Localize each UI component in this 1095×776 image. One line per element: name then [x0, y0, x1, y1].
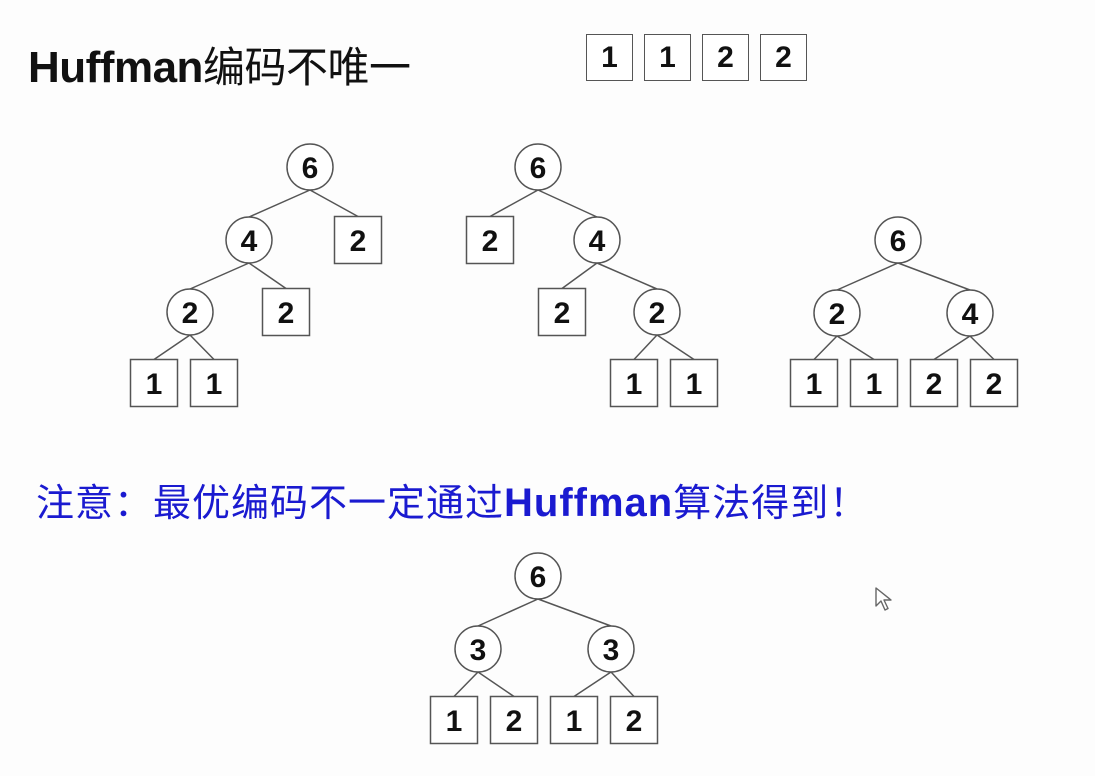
node-label: 2 — [926, 368, 943, 401]
node-label: 1 — [626, 368, 643, 401]
mouse-pointer-icon — [874, 586, 894, 619]
tree-edge — [596, 262, 658, 290]
node-label: 1 — [806, 368, 823, 401]
node-label: 6 — [302, 152, 319, 185]
note-prefix: 注意：最优编码不一定通过 — [36, 481, 505, 525]
node-label: 2 — [350, 225, 367, 258]
internal-node: 4 — [946, 289, 994, 337]
internal-node: 3 — [587, 625, 635, 673]
tree-1: 6 4 2 2 2 1 1 — [129, 143, 383, 408]
tree-edge — [656, 334, 695, 361]
tree-edge — [189, 262, 250, 290]
leaf-node: 1 — [789, 358, 839, 408]
leaf-node: 2 — [537, 287, 587, 337]
node-label: 4 — [962, 298, 979, 331]
leaf-node: 2 — [969, 358, 1019, 408]
leaf-node: 1 — [849, 358, 899, 408]
internal-node: 6 — [874, 216, 922, 264]
weight-box: 2 — [702, 34, 749, 81]
tree-edge — [561, 262, 598, 290]
node-label: 4 — [589, 225, 606, 258]
internal-node: 6 — [514, 552, 562, 600]
tree-edge — [477, 671, 515, 698]
tree-edge — [537, 189, 598, 218]
note-suffix: 算法得到！ — [673, 481, 869, 525]
tree-edge — [836, 262, 899, 291]
node-label: 3 — [603, 634, 620, 667]
note-en: Huffman — [504, 481, 674, 525]
leaf-node: 2 — [465, 215, 515, 265]
node-label: 1 — [146, 368, 163, 401]
internal-node: 2 — [813, 289, 861, 337]
node-label: 1 — [446, 705, 463, 738]
node-label: 2 — [482, 225, 499, 258]
tree-edge — [248, 262, 287, 290]
leaf-node: 1 — [609, 358, 659, 408]
note-text: 注意：最优编码不一定通过Huffman算法得到！ — [36, 472, 868, 527]
internal-node: 4 — [573, 216, 621, 264]
tree-edge — [633, 334, 658, 361]
tree-edge — [189, 334, 215, 361]
node-label: 2 — [649, 297, 666, 330]
tree-edge — [836, 335, 875, 361]
tree-edge — [610, 671, 635, 698]
weight-list: 1 1 2 2 — [586, 34, 807, 81]
tree-edge — [537, 598, 612, 627]
leaf-node: 2 — [609, 695, 659, 745]
tree-3: 6 2 4 1 1 2 2 — [789, 216, 1019, 408]
tree-optimal: 6 3 3 1 2 1 2 — [429, 552, 659, 745]
tree-2: 6 2 4 2 2 1 1 — [465, 143, 719, 408]
internal-node: 3 — [454, 625, 502, 673]
tree-edge — [248, 189, 311, 218]
internal-node: 4 — [225, 216, 273, 264]
node-label: 2 — [554, 297, 571, 330]
tree-edge — [573, 671, 612, 698]
internal-node: 2 — [166, 288, 214, 336]
node-label: 4 — [241, 225, 258, 258]
title-en: Huffman — [28, 43, 203, 92]
page-title: Huffman编码不唯一 — [28, 34, 411, 95]
tree-edge — [153, 334, 191, 361]
tree-edge — [897, 262, 971, 291]
leaf-node: 1 — [669, 358, 719, 408]
leaf-node: 1 — [429, 695, 479, 745]
leaf-node: 2 — [333, 215, 383, 265]
weight-box: 1 — [644, 34, 691, 81]
node-label: 2 — [626, 705, 643, 738]
tree-edge — [477, 598, 539, 627]
internal-node: 6 — [286, 143, 334, 191]
internal-node: 2 — [633, 288, 681, 336]
node-label: 1 — [686, 368, 703, 401]
leaf-node: 2 — [261, 287, 311, 337]
node-label: 2 — [506, 705, 523, 738]
tree-edge — [489, 189, 539, 218]
node-label: 2 — [278, 297, 295, 330]
tree-edge — [969, 335, 995, 361]
node-label: 6 — [890, 225, 907, 258]
internal-node: 6 — [514, 143, 562, 191]
leaf-node: 1 — [129, 358, 179, 408]
node-label: 6 — [530, 152, 547, 185]
node-label: 3 — [470, 634, 487, 667]
leaf-node: 2 — [909, 358, 959, 408]
tree-edge — [453, 671, 479, 698]
tree-edge — [933, 335, 971, 361]
tree-edge — [813, 335, 838, 361]
node-label: 1 — [566, 705, 583, 738]
leaf-node: 2 — [489, 695, 539, 745]
node-label: 1 — [866, 368, 883, 401]
node-label: 2 — [829, 298, 846, 331]
node-label: 6 — [530, 561, 547, 594]
leaf-node: 1 — [549, 695, 599, 745]
node-label: 2 — [986, 368, 1003, 401]
title-cn: 编码不唯一 — [202, 43, 411, 92]
tree-edge — [309, 189, 359, 218]
weight-box: 1 — [586, 34, 633, 81]
leaf-node: 1 — [189, 358, 239, 408]
weight-box: 2 — [760, 34, 807, 81]
node-label: 1 — [206, 368, 223, 401]
node-label: 2 — [182, 297, 199, 330]
